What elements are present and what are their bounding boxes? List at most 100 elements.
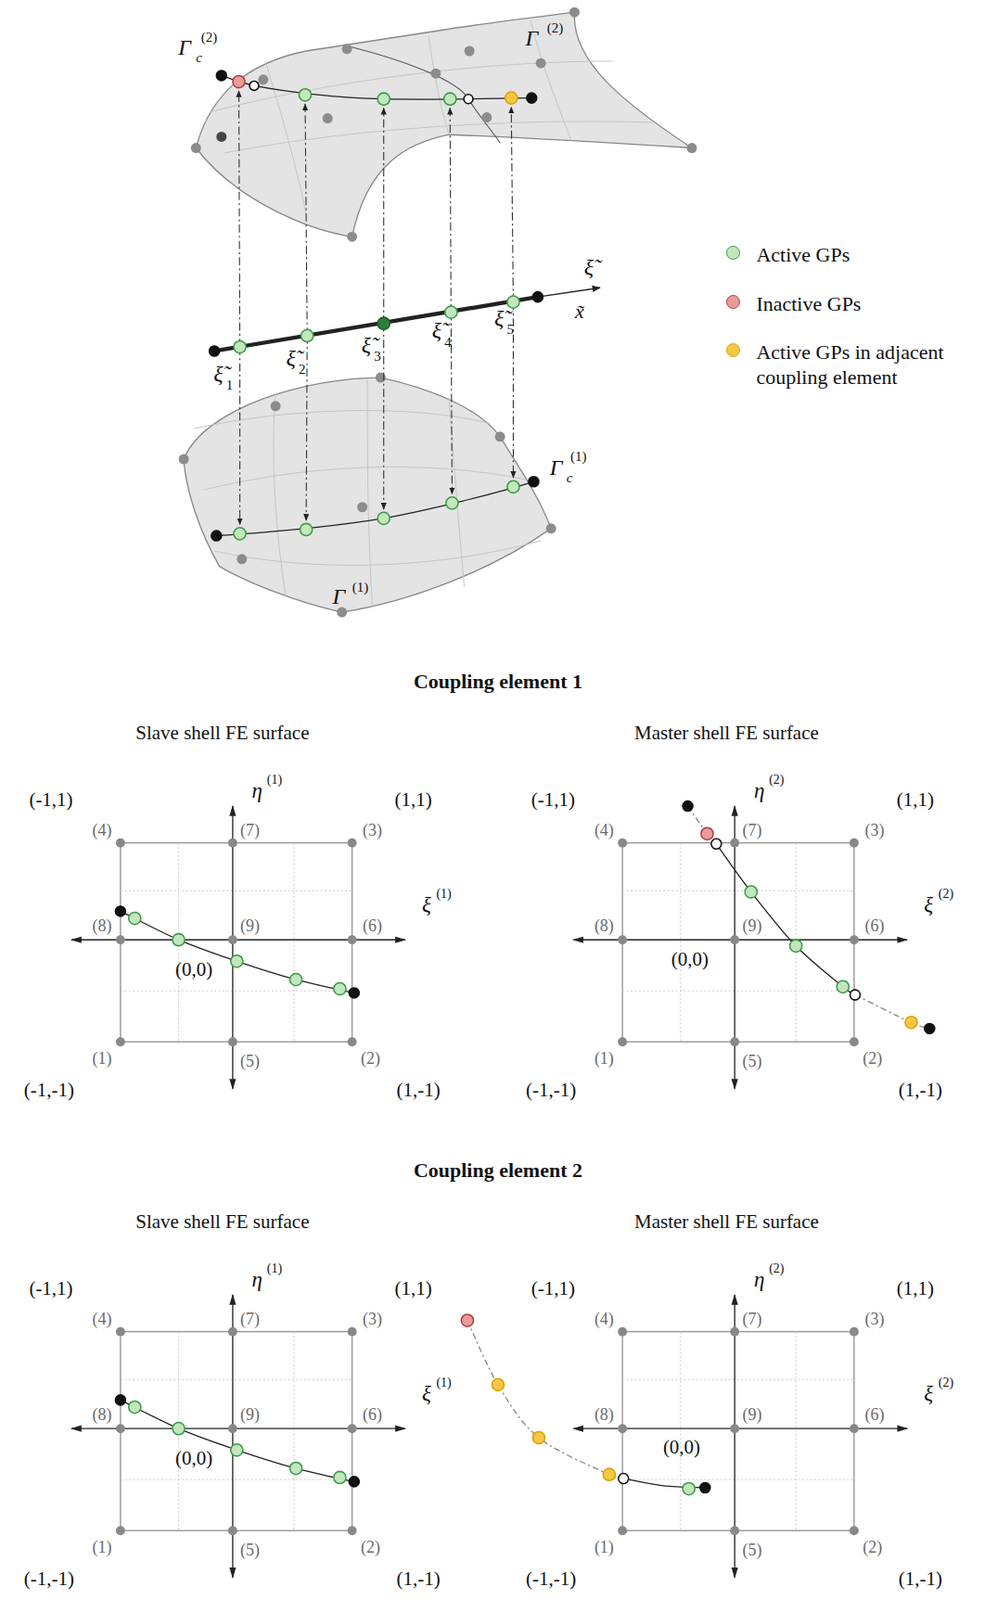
- param-label: ξ̃: [494, 306, 504, 330]
- gauss-point: [377, 511, 390, 525]
- node-number: (5): [240, 1541, 260, 1559]
- gauss-point: [233, 340, 246, 353]
- fe-node: [347, 1327, 358, 1337]
- node-number: (5): [240, 1052, 260, 1070]
- axis-label: η: [754, 1267, 765, 1290]
- fe-node: [228, 934, 238, 945]
- node-number: (5): [741, 1052, 762, 1070]
- node-number: (2): [360, 1538, 381, 1556]
- axis-label: η: [754, 779, 765, 801]
- corner-coordinate: (-1,-1): [24, 1569, 75, 1589]
- corner-coordinate: (1,1): [896, 1278, 934, 1298]
- param-label: ξ̃: [432, 319, 442, 342]
- gauss-point: [115, 1394, 126, 1406]
- node-number: (4): [92, 821, 113, 839]
- fe-node: [617, 1423, 627, 1433]
- gauss-point: [211, 530, 222, 541]
- axis-label: η: [252, 1267, 263, 1290]
- gauss-point: [216, 70, 227, 81]
- gauss-point: [505, 91, 518, 104]
- coupling-curve: [120, 910, 355, 993]
- grid-line: [120, 990, 353, 992]
- subscript: 5: [506, 322, 514, 337]
- node-number: (6): [362, 1406, 383, 1423]
- subscript: 3: [373, 349, 382, 364]
- node-number: (9): [240, 917, 260, 934]
- node-number: (1): [594, 1049, 614, 1067]
- gauss-point: [249, 80, 259, 90]
- gauss-point: [445, 306, 458, 319]
- slave-surface: [178, 372, 557, 618]
- superscript: (2): [547, 20, 564, 35]
- section-heading: Coupling element 2: [413, 1160, 583, 1181]
- panel-heading: Slave shell FE surface: [135, 1212, 309, 1232]
- gauss-point: [744, 885, 757, 898]
- gauss-point: [172, 1422, 185, 1435]
- projection-lines: [239, 90, 514, 525]
- subscript: 4: [444, 334, 452, 349]
- node-number: (1): [594, 1538, 614, 1556]
- surface-label: Γ: [178, 36, 192, 59]
- gauss-point: [232, 75, 245, 88]
- gauss-point: [682, 1482, 695, 1495]
- corner-coordinate: (-1,1): [531, 789, 576, 809]
- subscript: 1: [226, 377, 234, 392]
- projection-line: [511, 107, 513, 303]
- grid-line: [622, 990, 855, 992]
- node-number: (7): [240, 1310, 260, 1328]
- grid-line: [622, 1379, 855, 1381]
- coupling-curve: [855, 995, 930, 1029]
- node-number: (3): [864, 1310, 884, 1328]
- gauss-point: [463, 94, 473, 104]
- fe-node: [617, 1327, 627, 1337]
- gauss-point: [377, 92, 390, 105]
- gauss-point: [348, 1476, 359, 1487]
- grid-line: [120, 1379, 353, 1381]
- node-number: (4): [594, 1310, 614, 1328]
- coupling-curve: [688, 805, 717, 844]
- surface-label: Γ: [524, 26, 538, 50]
- subscript: c: [566, 470, 574, 485]
- superscript: (2): [938, 887, 954, 901]
- corner-coordinate: (-1,1): [28, 1278, 73, 1298]
- gauss-point: [128, 1400, 141, 1413]
- node-number: (2): [360, 1049, 381, 1067]
- grid-line: [679, 1331, 681, 1532]
- corner-coordinate: (1,-1): [396, 1080, 441, 1100]
- node-number: (6): [362, 917, 383, 934]
- gauss-point: [711, 838, 722, 849]
- gauss-point: [301, 329, 314, 342]
- fe-node: [729, 838, 740, 848]
- param-label: ξ̃: [285, 346, 295, 370]
- node-number: (6): [864, 917, 884, 934]
- fe-node: [849, 1423, 859, 1433]
- superscript: (2): [938, 1376, 954, 1390]
- legend-text: Inactive GPs: [755, 291, 988, 318]
- fe-node: [228, 1036, 238, 1047]
- corner-coordinate: (1,1): [896, 789, 934, 809]
- parameter-panels: [71, 801, 935, 1578]
- element-square: [120, 843, 353, 1043]
- gauss-point: [128, 912, 141, 925]
- node-number: (4): [594, 821, 614, 839]
- node-number: (7): [741, 821, 762, 839]
- node-number: (8): [92, 917, 113, 934]
- node-number: (9): [741, 917, 762, 934]
- corner-coordinate: (1,-1): [396, 1569, 441, 1589]
- fe-node: [115, 1525, 126, 1535]
- projection-line: [239, 346, 241, 525]
- fe-node: [347, 1036, 358, 1047]
- gauss-point: [700, 1482, 711, 1493]
- gauss-point: [348, 987, 359, 998]
- origin-label: (0,0): [175, 959, 213, 980]
- gauss-point: [290, 1461, 303, 1474]
- fe-node: [849, 1525, 859, 1535]
- coupling-curve: [120, 1399, 355, 1482]
- grid-line: [120, 1479, 353, 1481]
- node-number: (3): [362, 821, 383, 839]
- gauss-point: [836, 980, 849, 993]
- fe-node: [729, 1525, 740, 1535]
- origin-label: (0,0): [175, 1448, 213, 1469]
- superscript: (1): [435, 1376, 451, 1390]
- fe-node: [729, 1423, 740, 1433]
